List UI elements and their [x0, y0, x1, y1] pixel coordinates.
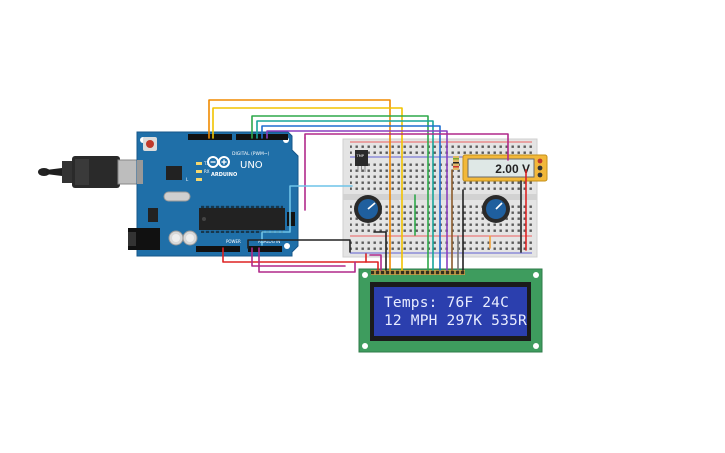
wire-magenta-lcd [369, 254, 382, 271]
wires[interactable] [208, 99, 527, 273]
tx-label: TX [203, 161, 209, 166]
wire-magenta-top [304, 133, 509, 161]
resistor [453, 156, 459, 170]
wire-magenta-bottom [258, 247, 356, 273]
temperature-sensor[interactable]: TMP [355, 150, 368, 172]
power-label: POWER [226, 239, 241, 244]
power-analog-header[interactable] [196, 246, 282, 252]
model-label: UNO [240, 160, 263, 171]
potentiometer-right[interactable] [482, 195, 510, 223]
lcd-screen [374, 287, 527, 336]
lcd-module[interactable]: Temps: 76F 24C 12 MPH 297K 535R [358, 268, 543, 353]
wire-red-bottom [222, 247, 367, 263]
wire-lightblue [261, 185, 353, 246]
reset-button[interactable] [143, 137, 157, 151]
microcontroller-chip [199, 205, 285, 233]
potentiometer-left[interactable] [354, 195, 382, 223]
wire-black-lcd [373, 231, 387, 271]
arduino-logo-icon [207, 156, 230, 168]
arduino-board[interactable]: TX RX L ARDUINO UNO DIGITAL (PWM~) [128, 131, 299, 257]
lcd-pin-header[interactable] [371, 270, 465, 275]
wire-blue [261, 125, 441, 271]
wire-red-lcd [365, 261, 379, 271]
wire-purple [266, 130, 448, 271]
power-jack[interactable] [128, 228, 160, 250]
rx-label: RX [204, 169, 210, 174]
wire-orange [208, 99, 391, 271]
wire-green-1 [251, 115, 429, 271]
wire-yellow [212, 107, 403, 271]
multimeter[interactable]: 2.00 V [462, 154, 548, 182]
digital-label: DIGITAL (PWM~) [232, 151, 270, 157]
sensor-label: TMP [356, 154, 365, 158]
brand-label: ARDUINO [211, 172, 237, 178]
lcd-line-1: Temps: 76F 24C [384, 295, 509, 311]
wire-teal [256, 120, 434, 271]
digital-header[interactable] [188, 134, 288, 140]
l-label: L [186, 177, 189, 182]
multimeter-reading: 2.00 V [495, 162, 530, 176]
analog-label: ANALOG IN [258, 239, 280, 244]
wire-black [247, 239, 351, 253]
lcd-line-2: 12 MPH 297K 535R [384, 313, 527, 329]
usb-cable[interactable] [38, 156, 143, 188]
wire-magenta-2 [251, 247, 346, 267]
